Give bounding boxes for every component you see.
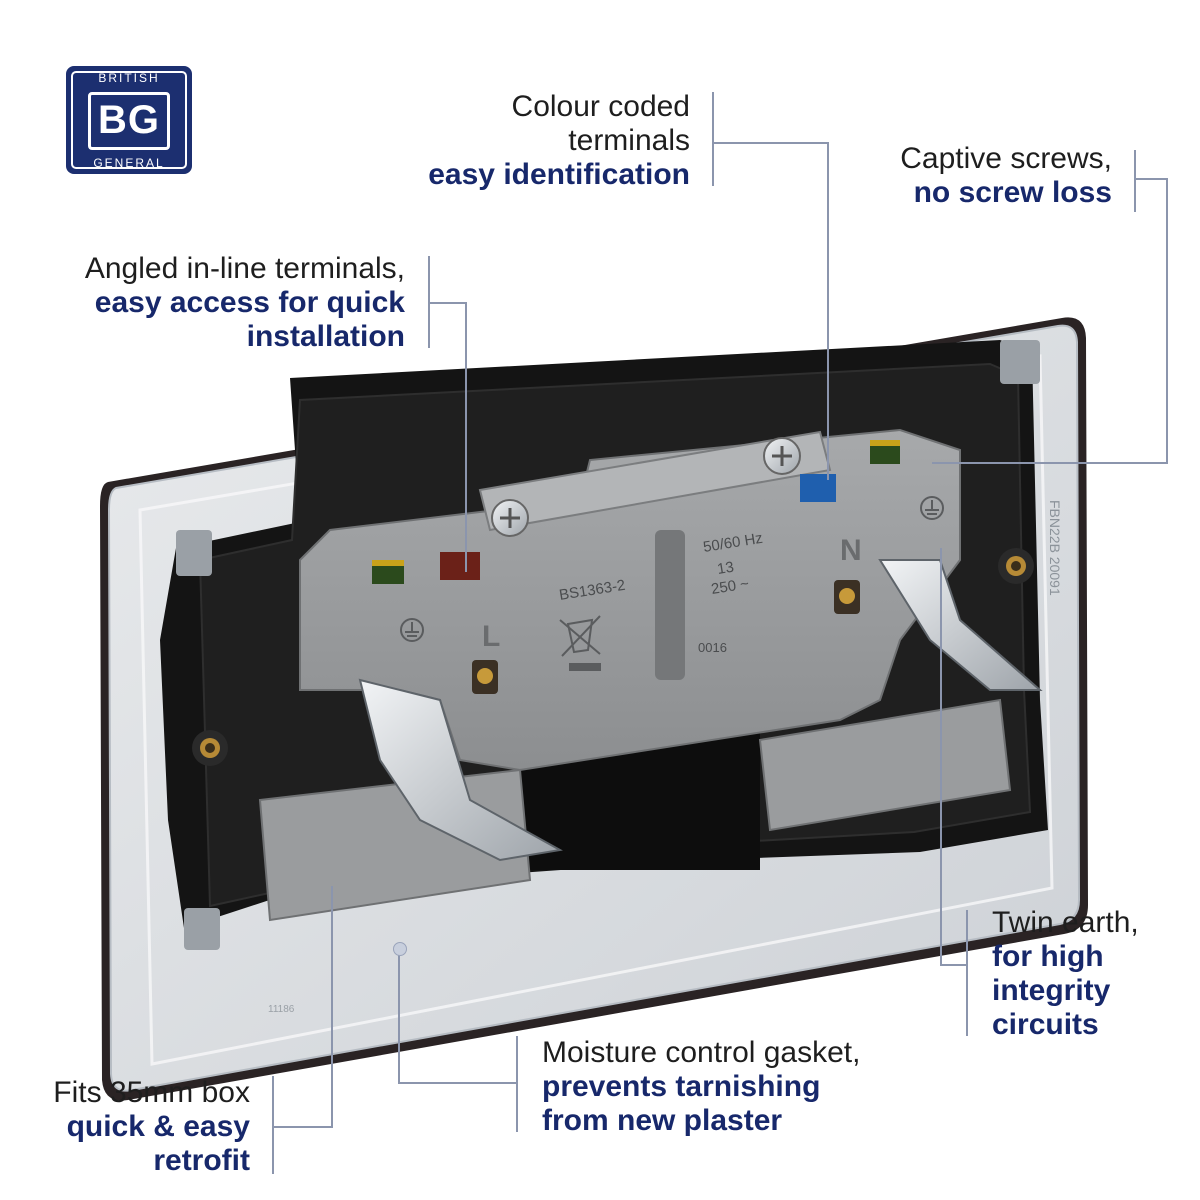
callout-colour-coded: Colour coded terminals easy identificati… — [380, 90, 690, 192]
callout-angled-emphasis1: easy access for quick — [94, 286, 405, 319]
leader-fits-h — [272, 1126, 332, 1128]
leader-moisture-bracket — [516, 1036, 518, 1132]
leader-moisture-v — [398, 948, 400, 1084]
callout-twin-emphasis2: integrity — [992, 974, 1111, 1007]
callout-colour-line2: terminals — [568, 124, 690, 157]
leader-captive-v — [1166, 178, 1168, 464]
logo-frame — [71, 71, 187, 169]
callout-twin-emphasis1: for high — [992, 940, 1104, 973]
moisture-marker-dot — [393, 942, 407, 956]
callout-fits-emphasis1: quick & easy — [66, 1110, 250, 1143]
weee-bin-icon — [559, 615, 601, 671]
leader-fits-bracket — [272, 1076, 274, 1174]
callout-fits-box: Fits 35mm box quick & easy retrofit — [20, 1076, 250, 1178]
callout-colour-line1: Colour coded — [511, 90, 690, 123]
leader-angled-h — [428, 302, 466, 304]
callout-colour-emphasis: easy identification — [428, 158, 690, 191]
callout-fits-emphasis2: retrofit — [153, 1144, 250, 1177]
leader-captive-bracket — [1134, 150, 1136, 212]
logo-top-text: BRITISH — [98, 71, 160, 85]
callout-angled-emphasis2: installation — [246, 320, 405, 353]
leader-twin-v — [940, 548, 942, 966]
callout-moisture-emphasis2: from new plaster — [542, 1104, 783, 1137]
volts-mark: 250 ~ — [710, 575, 750, 598]
callout-moisture-gasket: Moisture control gasket, prevents tarnis… — [542, 1036, 942, 1138]
logo-bottom-text: GENERAL — [93, 156, 165, 170]
edge-code: FBN22B 20091 — [1047, 500, 1063, 596]
callout-angled-line1: Angled in-line terminals, — [84, 252, 405, 285]
leader-colour-v — [827, 142, 829, 480]
callout-angled-terminals: Angled in-line terminals, easy access fo… — [20, 252, 405, 354]
callout-fits-line1: Fits 35mm box — [53, 1076, 250, 1109]
leader-captive-h2 — [932, 462, 1168, 464]
leader-angled-v — [465, 302, 467, 572]
captive-screws — [491, 437, 801, 537]
callout-captive-line1: Captive screws, — [900, 142, 1112, 175]
approval-code: 0016 — [698, 640, 727, 655]
callout-moisture-emphasis1: prevents tarnishing — [542, 1070, 821, 1103]
leader-colour-bracket — [712, 92, 714, 186]
neutral-terminal-letter: N — [840, 534, 862, 567]
colour-coded-terminals — [372, 440, 900, 584]
leader-twin-h — [940, 964, 968, 966]
leader-twin-bracket — [966, 910, 968, 1036]
callout-twin-emphasis3: circuits — [992, 1008, 1099, 1041]
callout-twin-earth: Twin earth, for high integrity circuits — [992, 906, 1192, 1042]
terminal-holes — [472, 580, 860, 694]
fixing-lugs — [176, 340, 1040, 950]
callout-captive-screws: Captive screws, no screw loss — [800, 142, 1112, 210]
british-general-logo: BRITISH BG GENERAL — [66, 66, 192, 174]
callout-moisture-line1: Moisture control gasket, — [542, 1036, 861, 1069]
live-terminal-letter: L — [482, 620, 500, 653]
gasket-mark: 11186 — [268, 1004, 295, 1015]
leader-fits-v — [331, 886, 333, 1128]
leader-colour-h — [712, 142, 828, 144]
earth-symbols — [400, 496, 944, 642]
callout-captive-emphasis: no screw loss — [913, 176, 1112, 209]
callout-twin-line1: Twin earth, — [992, 906, 1139, 939]
logo-mark: BG — [88, 92, 170, 150]
amps-mark: 13 — [716, 559, 735, 578]
leader-moisture-h — [398, 1082, 518, 1084]
leader-captive-h1 — [1134, 178, 1168, 180]
